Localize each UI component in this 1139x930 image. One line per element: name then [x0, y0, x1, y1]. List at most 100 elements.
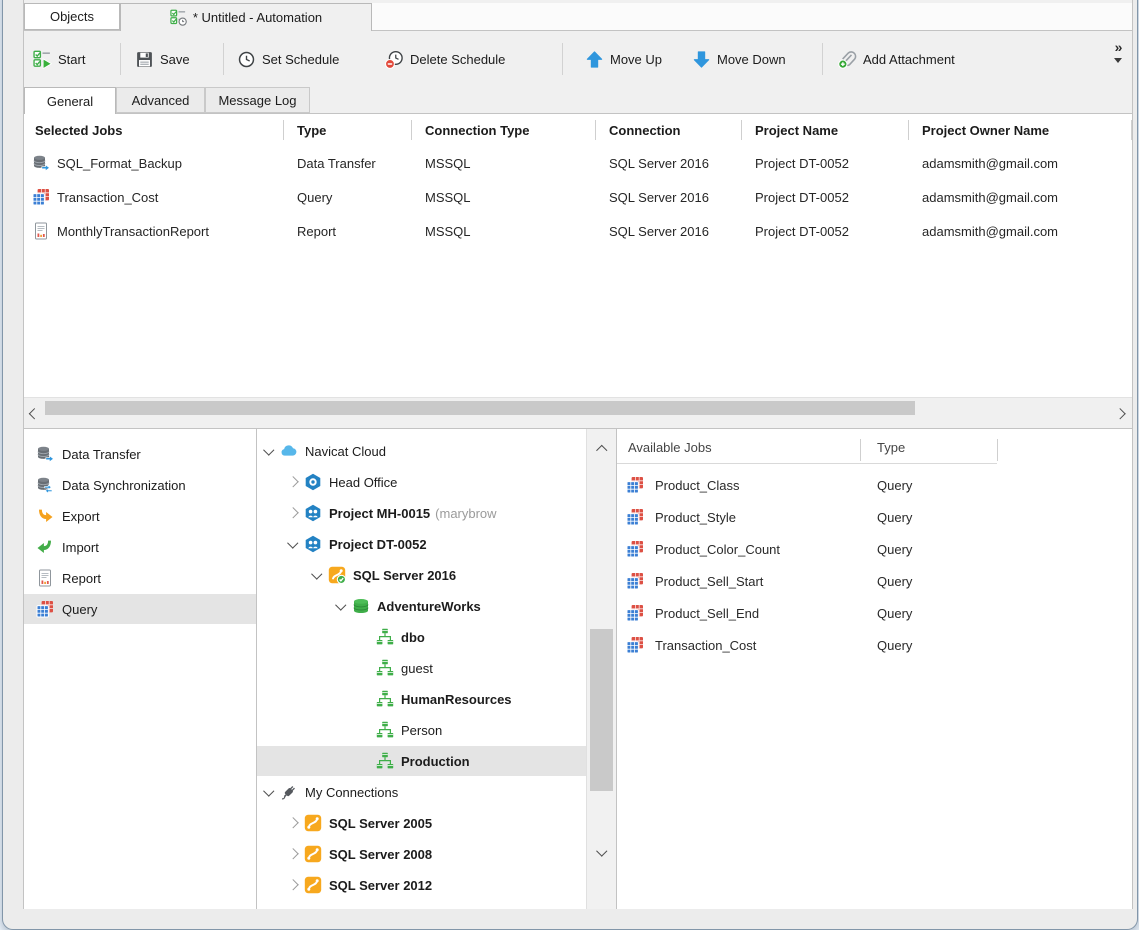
tree-item-sql-server-2012[interactable]: SQL Server 2012: [257, 870, 586, 900]
collapsed-chevron-icon[interactable]: [287, 476, 299, 488]
column-header-project-name[interactable]: Project Name: [742, 114, 909, 146]
column-separator: [997, 439, 998, 461]
toolbar-separator: [822, 43, 823, 75]
schema-icon: [376, 752, 394, 770]
job-type-export[interactable]: Export: [24, 501, 256, 531]
tree-item-my-connections[interactable]: My Connections: [257, 777, 586, 807]
document-tab-objects[interactable]: Objects: [24, 3, 120, 30]
column-header-connection-type[interactable]: Connection Type: [412, 114, 596, 146]
head-office-icon: [304, 473, 322, 491]
move-down-button[interactable]: Move Down: [692, 31, 786, 87]
cell-value: adamsmith@gmail.com: [922, 223, 1059, 239]
available-jobs-column-header[interactable]: Available Jobs: [628, 440, 712, 455]
job-type-label: Export: [62, 508, 100, 524]
save-button[interactable]: Save: [135, 31, 190, 87]
tab-label: * Untitled - Automation: [192, 10, 323, 25]
collapsed-chevron-icon[interactable]: [287, 879, 299, 891]
tree-item-label: AdventureWorks: [377, 598, 481, 614]
column-header-type[interactable]: Type: [284, 114, 412, 146]
tab-message-log[interactable]: Message Log: [205, 87, 310, 113]
tree-item-dbo[interactable]: dbo: [257, 622, 586, 652]
tab-advanced[interactable]: Advanced: [116, 87, 205, 113]
tree-item-project-mh-0015[interactable]: Project MH-0015(marybrow: [257, 498, 586, 528]
project-name-cell: Project DT-0052: [742, 180, 909, 214]
tab-general[interactable]: General: [24, 87, 116, 114]
horizontal-scrollbar[interactable]: [24, 397, 1132, 428]
scroll-left-arrow-icon[interactable]: [29, 404, 41, 422]
expanded-chevron-icon[interactable]: [335, 599, 347, 610]
tree-item-production[interactable]: Production: [257, 746, 586, 776]
tree-item-sql-server-2005[interactable]: SQL Server 2005: [257, 808, 586, 838]
horizontal-scrollbar-thumb[interactable]: [45, 401, 915, 415]
vertical-scrollbar-thumb[interactable]: [590, 629, 613, 791]
tree-item-humanresources[interactable]: HumanResources: [257, 684, 586, 714]
scroll-up-arrow-icon[interactable]: [596, 441, 608, 459]
column-header-selected-jobs[interactable]: Selected Jobs: [24, 114, 284, 146]
add-attachment-button[interactable]: Add Attachment: [838, 31, 955, 87]
tree-item-guest[interactable]: guest: [257, 653, 586, 683]
type-cell: Report: [284, 214, 412, 248]
project-owner-name-cell: adamsmith@gmail.com: [909, 146, 1132, 180]
tree-item-project-dt-0052[interactable]: Project DT-0052: [257, 529, 586, 559]
job-type-label: Import: [62, 539, 99, 555]
expanded-chevron-icon[interactable]: [311, 568, 323, 579]
tree-item-person[interactable]: Person: [257, 715, 586, 745]
tree-item-sql-server-2016[interactable]: SQL Server 2016: [257, 560, 586, 590]
expanded-chevron-icon[interactable]: [287, 537, 299, 548]
button-label: Save: [160, 51, 190, 67]
vertical-scrollbar[interactable]: [586, 429, 616, 909]
tree-item-sql-server-2008[interactable]: SQL Server 2008: [257, 839, 586, 869]
available-job-name: Product_Sell_Start: [655, 573, 764, 589]
job-type-label: Data Synchronization: [62, 477, 186, 493]
type-cell: Query: [284, 180, 412, 214]
cell-value: MSSQL: [425, 189, 471, 205]
set-schedule-button[interactable]: Set Schedule: [237, 31, 339, 87]
tree-item-adventureworks[interactable]: AdventureWorks: [257, 591, 586, 621]
start-button[interactable]: Start: [33, 31, 85, 87]
toolbar-overflow-button[interactable]: »: [1114, 40, 1122, 63]
tree-expander: [287, 817, 299, 829]
project-icon: [304, 535, 322, 553]
delete-schedule-button[interactable]: Delete Schedule: [385, 31, 505, 87]
job-type-data-transfer[interactable]: Data Transfer: [24, 439, 256, 469]
data-sync-icon: [36, 476, 54, 494]
job-name: SQL_Format_Backup: [57, 155, 183, 171]
job-type-query[interactable]: Query: [24, 594, 256, 624]
project-owner-name-cell: adamsmith@gmail.com: [909, 180, 1132, 214]
document-tab-untitled-automation[interactable]: * Untitled - Automation: [120, 3, 372, 31]
tree-expander: [287, 879, 299, 891]
connection-type-cell: MSSQL: [412, 214, 596, 248]
schema-icon: [376, 690, 394, 708]
scroll-down-arrow-icon[interactable]: [596, 841, 608, 859]
expanded-chevron-icon[interactable]: [263, 444, 275, 455]
job-type-data-synchronization[interactable]: Data Synchronization: [24, 470, 256, 500]
job-type-report[interactable]: Report: [24, 563, 256, 593]
column-header-project-owner-name[interactable]: Project Owner Name: [909, 114, 1132, 146]
job-type-import[interactable]: Import: [24, 532, 256, 562]
collapsed-chevron-icon[interactable]: [287, 817, 299, 829]
move-up-button[interactable]: Move Up: [585, 31, 662, 87]
type-column-header[interactable]: Type: [877, 440, 906, 455]
tree-item-head-office[interactable]: Head Office: [257, 467, 586, 497]
tree-item-navicat-cloud[interactable]: Navicat Cloud: [257, 436, 586, 466]
collapsed-chevron-icon[interactable]: [287, 507, 299, 519]
attachment-icon: [838, 50, 857, 69]
expanded-chevron-icon[interactable]: [263, 785, 275, 796]
query-icon: [32, 188, 50, 206]
available-job-type: Query: [877, 541, 913, 557]
column-header-connection[interactable]: Connection: [596, 114, 742, 146]
scroll-right-arrow-icon[interactable]: [1114, 404, 1126, 422]
tree-expander: [335, 599, 347, 610]
collapsed-chevron-icon[interactable]: [287, 848, 299, 860]
